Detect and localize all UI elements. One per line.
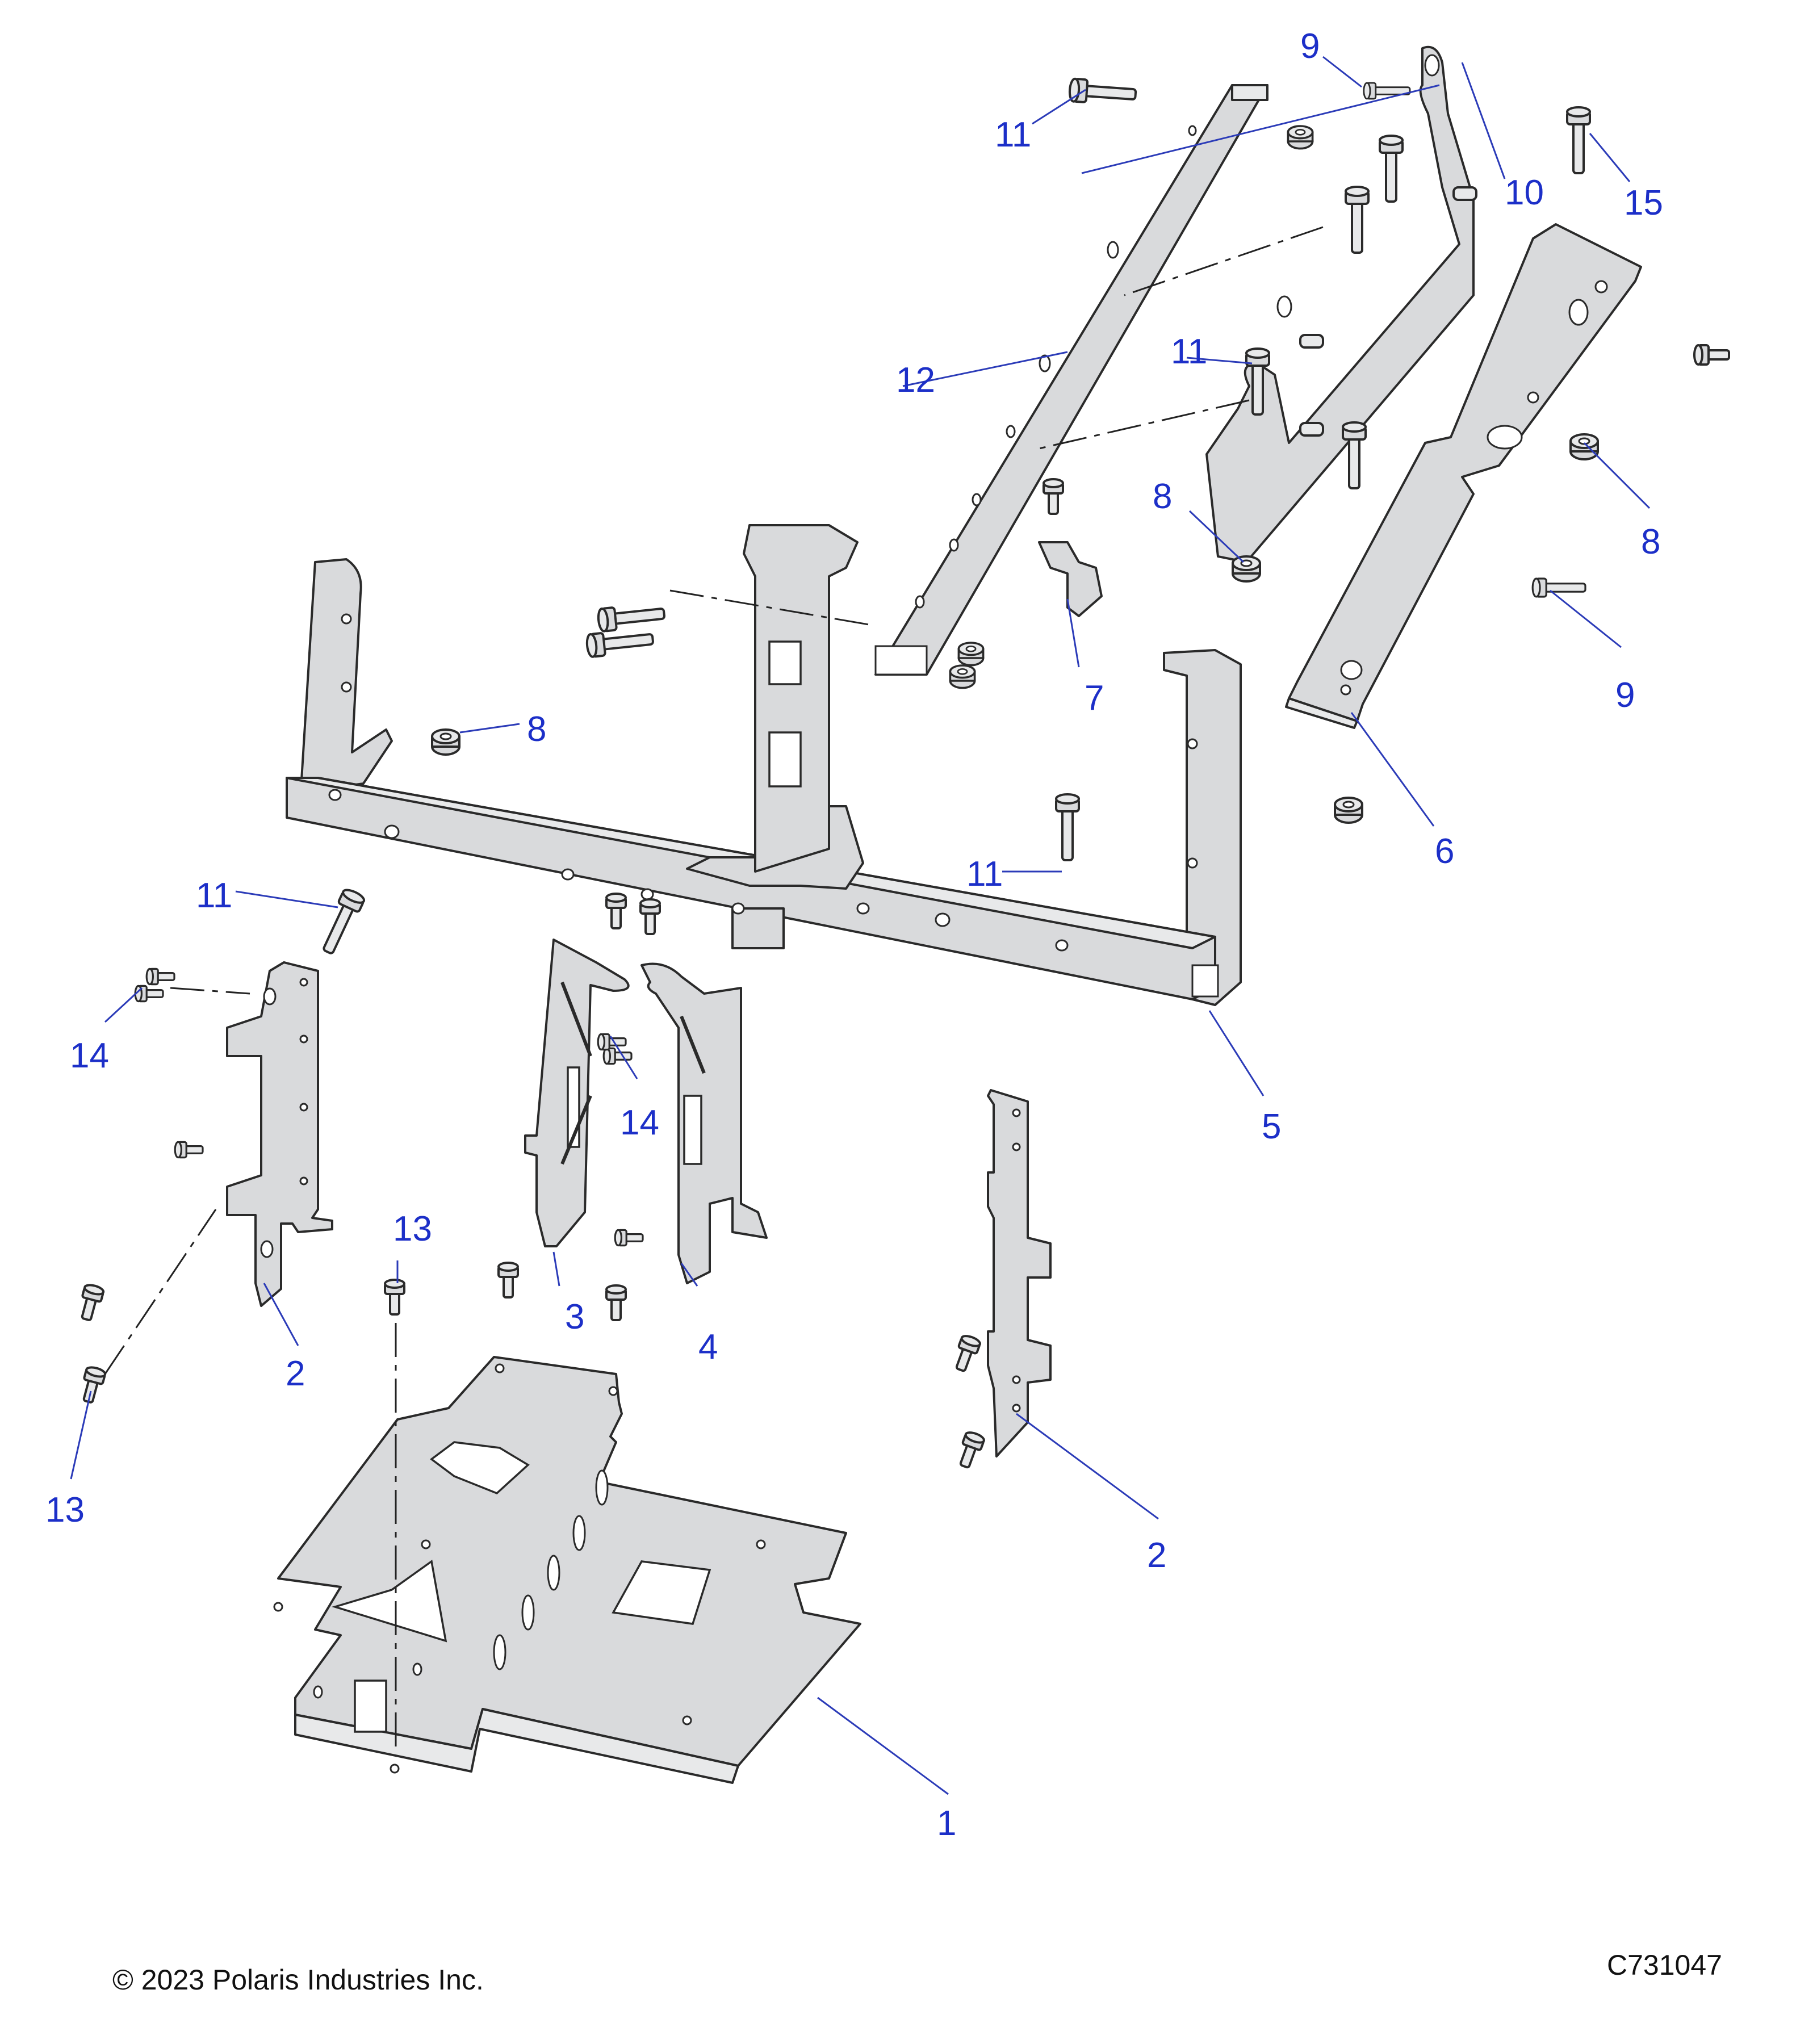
bolt-short-c3 [614,1229,644,1247]
nut-8-left [431,728,460,756]
part-1-skid-plate [273,1356,861,1784]
callout-11-top: 11 [995,115,1031,154]
bolt-13-a [76,1282,106,1323]
callout-10: 10 [1505,173,1544,212]
part-6-rail [1285,223,1642,729]
nut-8-right [1569,433,1599,460]
callout-4: 4 [698,1327,718,1367]
alignment-axes [104,226,1324,1749]
drawing-number: C731047 [1607,1949,1722,1981]
part-7-small-bracket [1038,541,1103,617]
bolt-right-b [954,1429,987,1471]
bolt-right-a [950,1333,983,1375]
bolt-short-7 [1043,478,1064,515]
bolt-11-top [1067,77,1138,107]
callout-8-mid: 8 [1153,477,1172,516]
nut-post-a [957,642,985,667]
part-4-bracket [640,962,768,1284]
callout-15: 15 [1624,183,1663,223]
callout-11-mid: 11 [966,855,1003,894]
bolt-short-right [1693,344,1730,366]
nut-post-b [949,664,976,689]
bolt-short-c4 [497,1262,519,1299]
part-2-left-bracket [226,961,333,1307]
part-2-right-bracket [987,1089,1052,1457]
callout-9-top: 9 [1300,27,1320,66]
nut-lower-right [1334,797,1363,824]
callout-13-bottom: 13 [45,1490,85,1530]
nut-top [1287,125,1314,150]
bolt-9-top [1363,82,1411,100]
copyright-notice: © 2023 Polaris Industries Inc. [112,1964,484,1996]
bolt-11-mid [1055,793,1080,861]
callout-5: 5 [1262,1107,1281,1146]
callout-6: 6 [1435,832,1454,871]
callout-2-left: 2 [286,1354,305,1393]
bolt-10-c [1342,421,1367,489]
bolt-15 [1566,106,1591,174]
part-12-tube [874,84,1268,676]
bolt-left-mid [174,1141,204,1159]
bolt-13-b [77,1364,107,1406]
callout-8-left: 8 [527,710,546,749]
part-3-bracket [524,939,630,1247]
callout-3: 3 [565,1297,584,1337]
bolt-14-c [602,1047,633,1065]
bolt-14-b [134,985,164,1003]
bolt-11-left [316,886,367,958]
bolt-short-c2 [639,898,661,935]
callouts: 1 2 2 3 4 5 6 7 8 8 8 9 9 10 11 11 11 11… [45,27,1663,1843]
callout-2-right: 2 [1147,1536,1166,1575]
callout-13-top: 13 [393,1209,432,1249]
callout-12: 12 [896,361,935,400]
bolt-14-a [145,967,175,986]
leader-lines [70,56,1651,1795]
callout-14-mid: 14 [620,1103,659,1142]
bolt-short-c1 [605,893,627,929]
nut-8-mid [1232,555,1261,583]
bolt-13-c [384,1279,405,1316]
bolt-long-a [596,601,667,633]
callout-8-right: 8 [1641,522,1660,562]
callout-14-left: 14 [70,1036,109,1075]
center-post [686,524,864,890]
bolt-14-d [597,1033,627,1051]
bolt-long-b [585,626,655,659]
callout-11-left: 11 [196,876,232,915]
callout-9-right: 9 [1615,676,1635,715]
callout-1: 1 [937,1804,956,1843]
bolt-10-b [1345,186,1370,254]
callout-7: 7 [1085,678,1104,718]
bolt-10-a [1379,135,1404,203]
part-10-bracket [1205,45,1477,563]
callout-11-upper: 11 [1171,332,1207,371]
bolt-9-right [1531,577,1586,598]
bolt-short-c5 [605,1284,627,1321]
